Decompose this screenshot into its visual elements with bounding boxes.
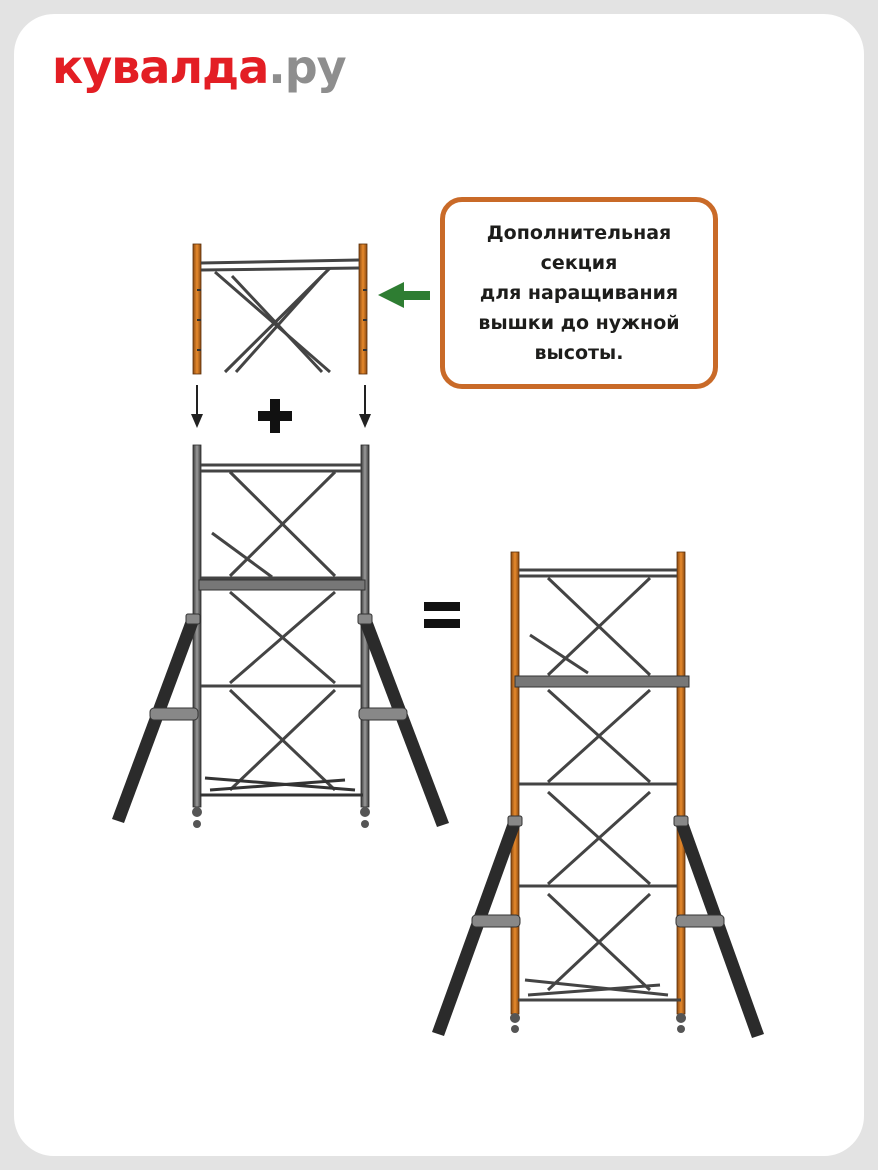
callout-text: Дополнительная секция для наращивания вы… xyxy=(478,218,679,368)
base-tower xyxy=(112,444,449,828)
plus-icon xyxy=(258,399,292,433)
callout-line-5: высоты. xyxy=(534,342,624,364)
brand-tld: ру xyxy=(284,40,347,94)
callout-line-4: вышки до нужной xyxy=(478,312,680,334)
extra-section xyxy=(192,243,368,375)
assembled-tower xyxy=(432,551,764,1038)
arrow-down-icon xyxy=(191,385,371,428)
brand-name: кувалда xyxy=(52,40,269,94)
image-card xyxy=(14,14,864,1156)
callout-line-2: секция xyxy=(540,252,618,274)
brand-dot: . xyxy=(268,40,286,94)
arrow-left-icon xyxy=(378,282,430,308)
callout-box: Дополнительная секция для наращивания вы… xyxy=(440,197,718,389)
equals-icon xyxy=(424,602,460,628)
callout-line-1: Дополнительная xyxy=(486,222,672,244)
callout-line-3: для наращивания xyxy=(479,282,679,304)
brand-logo[interactable]: кувалда.ру xyxy=(52,44,347,90)
